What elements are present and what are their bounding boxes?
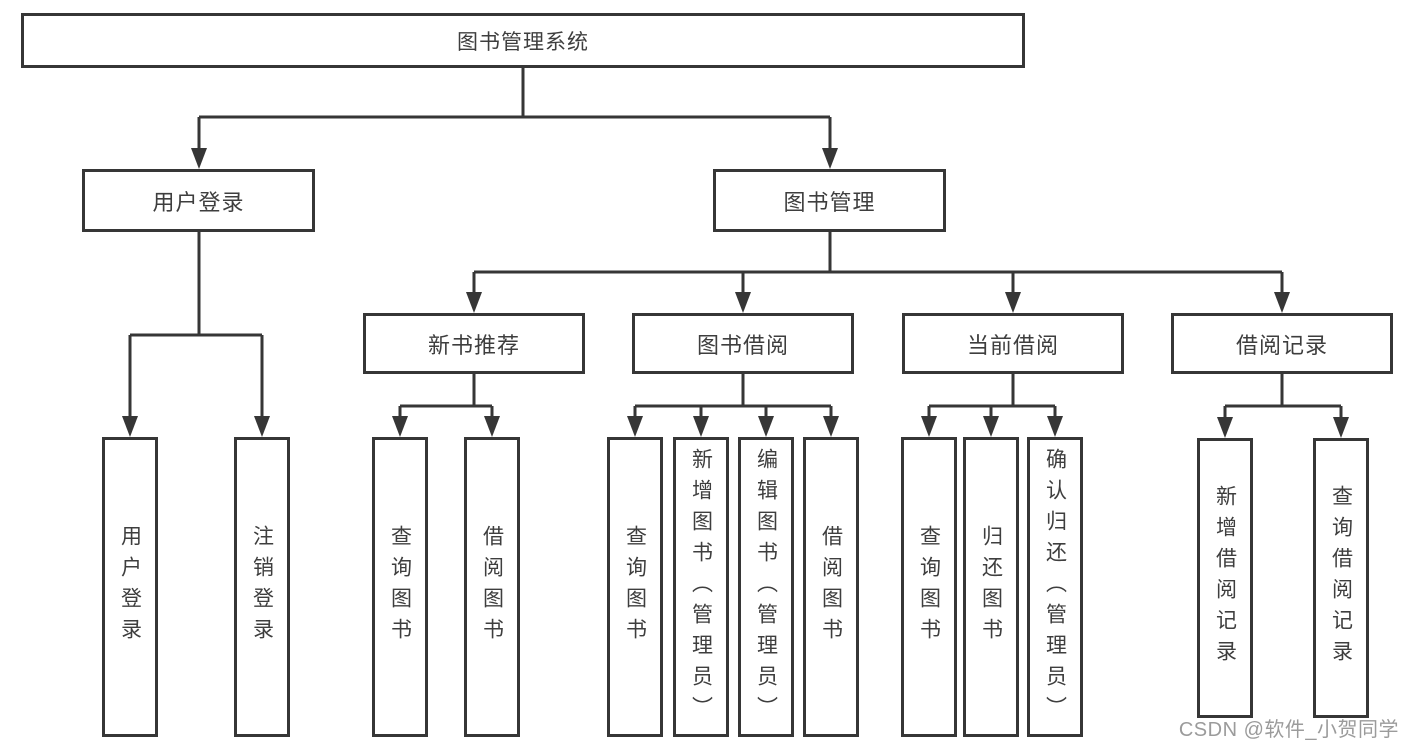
leaf-user-login: 用户登录 <box>102 437 158 737</box>
branch-user-login-label: 用户登录 <box>152 189 245 215</box>
section-book-borrow-node: 图书借阅 <box>632 313 854 374</box>
section-new-book-recommend-label: 新书推荐 <box>427 332 520 358</box>
leaf-return-books-label: 归还图书 <box>979 525 1003 649</box>
root-node: 图书管理系统 <box>21 13 1025 68</box>
leaf-edit-books-admin-label: 编辑图书（管理员） <box>754 447 778 727</box>
leaf-query-books-3: 查询图书 <box>901 437 957 737</box>
leaf-query-books-1: 查询图书 <box>372 437 428 737</box>
branch-user-login-node: 用户登录 <box>82 169 315 232</box>
leaf-query-borrow-record-label: 查询借阅记录 <box>1329 485 1353 671</box>
branch-book-management-node: 图书管理 <box>713 169 946 232</box>
section-borrow-record-label: 借阅记录 <box>1235 332 1328 358</box>
leaf-borrow-books-1: 借阅图书 <box>464 437 520 737</box>
leaf-return-books: 归还图书 <box>963 437 1019 737</box>
section-book-borrow-label: 图书借阅 <box>696 332 789 358</box>
leaf-add-books-admin-label: 新增图书（管理员） <box>689 447 713 727</box>
arrowheads <box>122 148 1349 438</box>
root-node-label: 图书管理系统 <box>457 30 589 54</box>
leaf-query-books-2-label: 查询图书 <box>623 525 647 649</box>
connector-root <box>197 68 832 151</box>
leaf-logout: 注销登录 <box>234 437 290 737</box>
leaf-user-login-label: 用户登录 <box>118 525 142 649</box>
leaf-borrow-books-1-label: 借阅图书 <box>480 525 504 649</box>
connector-book-borrow <box>633 374 833 420</box>
section-borrow-record-node: 借阅记录 <box>1171 313 1393 374</box>
leaf-query-borrow-record: 查询借阅记录 <box>1313 438 1369 718</box>
branch-book-management-label: 图书管理 <box>783 189 876 215</box>
section-current-borrow-label: 当前借阅 <box>966 332 1059 358</box>
section-new-book-recommend-node: 新书推荐 <box>363 313 585 374</box>
watermark-text: CSDN @软件_小贺同学 <box>1178 719 1399 741</box>
leaf-confirm-return-admin: 确认归还（管理员） <box>1027 437 1083 737</box>
leaf-query-books-2: 查询图书 <box>607 437 663 737</box>
leaf-add-borrow-record-label: 新增借阅记录 <box>1213 485 1237 671</box>
leaf-edit-books-admin: 编辑图书（管理员） <box>738 437 794 737</box>
leaf-borrow-books-2: 借阅图书 <box>803 437 859 737</box>
leaf-borrow-books-2-label: 借阅图书 <box>819 525 843 649</box>
section-current-borrow-node: 当前借阅 <box>902 313 1124 374</box>
leaf-query-books-1-label: 查询图书 <box>388 525 412 649</box>
connector-borrow-record <box>1223 374 1343 421</box>
leaf-add-borrow-record: 新增借阅记录 <box>1197 438 1253 718</box>
leaf-logout-label: 注销登录 <box>250 525 274 649</box>
leaf-confirm-return-admin-label: 确认归还（管理员） <box>1043 447 1067 727</box>
leaf-query-books-3-label: 查询图书 <box>917 525 941 649</box>
connector-user-login <box>128 232 264 419</box>
connector-current-borrow <box>927 374 1057 420</box>
leaf-add-books-admin: 新增图书（管理员） <box>673 437 729 737</box>
connector-new-book-recommend <box>398 374 494 420</box>
connector-book-management <box>472 232 1284 296</box>
